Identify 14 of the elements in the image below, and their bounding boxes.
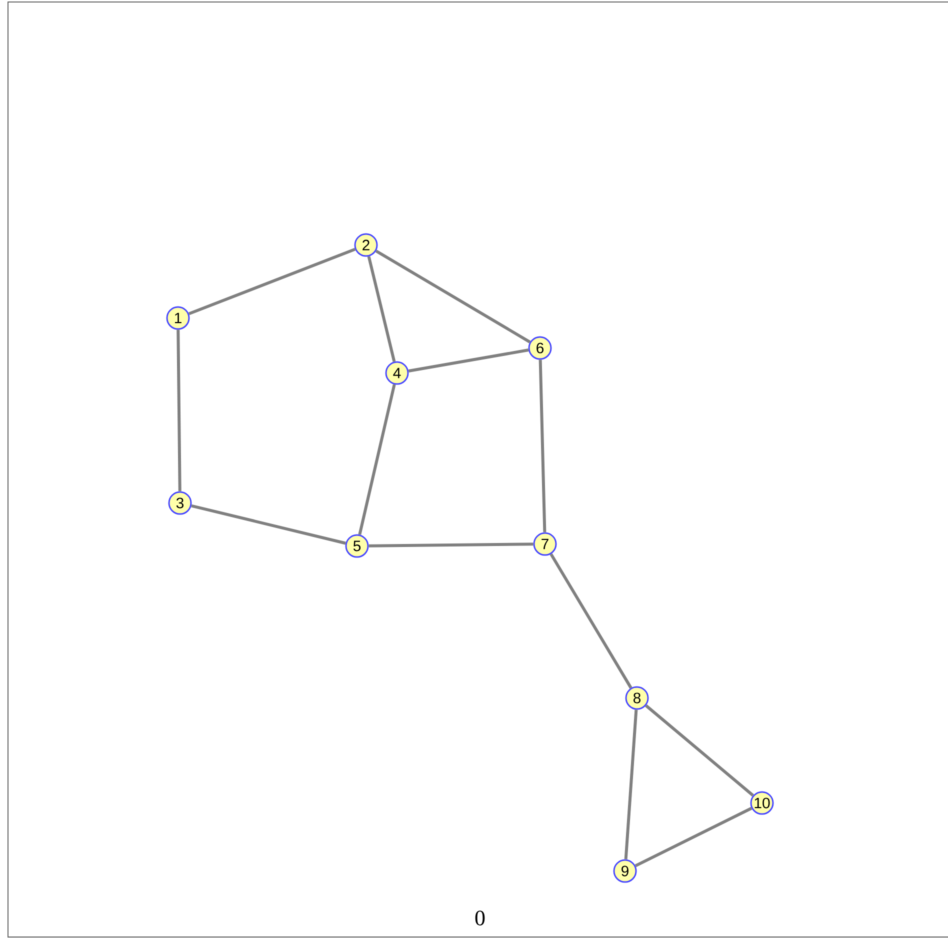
edge-line [624,710,638,860]
edge-line [538,360,546,532]
edge-line [188,248,356,316]
edge-line [358,384,396,535]
edge-line [367,256,396,362]
axis-label: 0 [475,910,485,926]
edge-line [368,542,534,548]
edge-line [550,553,632,689]
edge-line [408,348,529,372]
edge-line [634,806,752,868]
edge-line [375,250,531,344]
edge-line [645,704,754,797]
edge-line [176,330,182,492]
edge-line [191,504,346,545]
